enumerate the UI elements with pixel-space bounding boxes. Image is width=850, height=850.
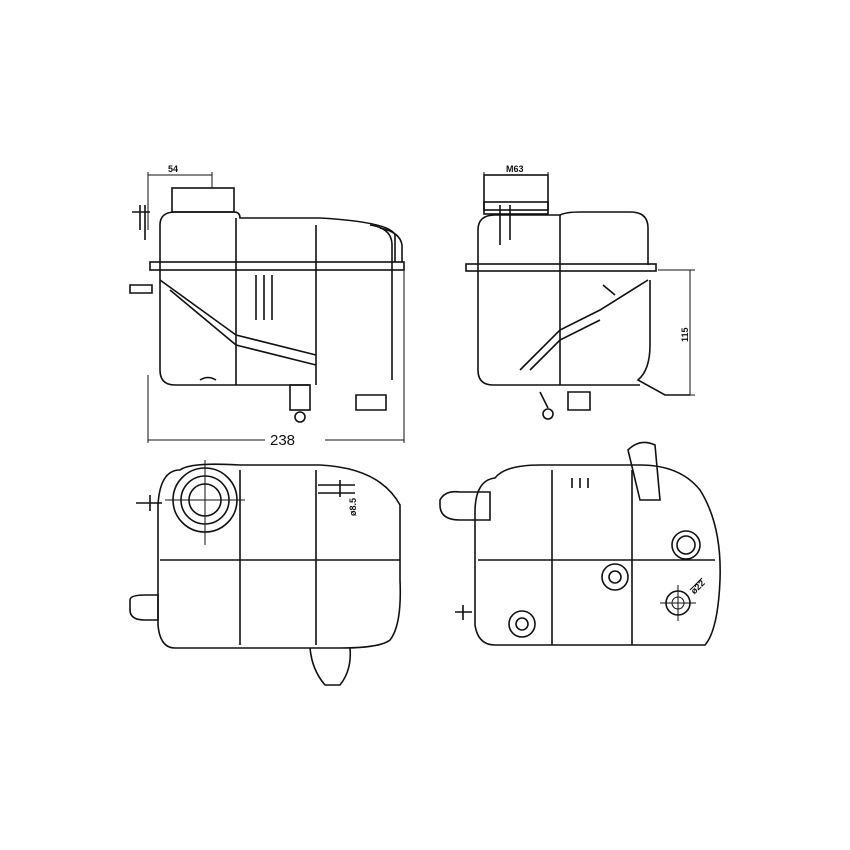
dimension-height: 115 [680,327,690,342]
dimension-port-diameter: ø8.5 [348,497,358,516]
front-view [129,172,405,443]
dimension-thread: M63 [506,164,524,174]
dimension-cap-offset: 54 [168,164,179,174]
side-view [465,172,695,420]
bottom-view [439,441,721,646]
top-view [129,460,402,686]
dimension-width: 238 [270,432,296,449]
